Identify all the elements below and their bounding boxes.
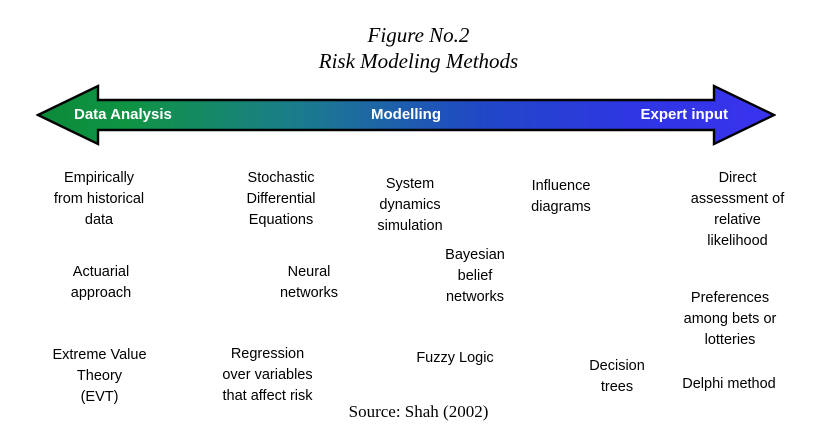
method-label-line: Equations xyxy=(248,212,314,228)
method-label-line: Decision xyxy=(589,358,645,374)
method-label-line: likelihood xyxy=(707,233,768,249)
method-label-line: among bets or xyxy=(683,311,777,327)
method-label-system-dynamics-simulation: System dynamics simulation xyxy=(355,174,465,237)
method-label-line: dynamics xyxy=(379,197,441,213)
method-label-line: simulation xyxy=(377,218,443,234)
spectrum-arrow-svg xyxy=(36,84,776,146)
method-label-line: belief xyxy=(457,268,493,284)
method-label-preferences-among-bets-or-lotteries: Preferences among bets or lotteries xyxy=(661,288,799,351)
method-label-line: assessment of xyxy=(690,191,785,207)
method-label-line: Stochastic xyxy=(247,170,315,186)
method-label-line: Extreme Value xyxy=(52,347,147,363)
method-label-line: approach xyxy=(70,285,132,301)
method-label-line: that affect risk xyxy=(222,388,313,404)
method-label-line: Theory xyxy=(76,368,123,384)
method-label-bayesian-belief-networks: Bayesian belief networks xyxy=(412,245,538,308)
method-label-line: Preferences xyxy=(690,290,770,306)
method-label-line: Fuzzy Logic xyxy=(416,350,494,366)
method-label-line: data xyxy=(84,212,114,228)
spectrum-arrow-shape xyxy=(36,84,776,146)
method-label-direct-assessment-of-relative-likelihood: Direct assessment of relative likelihood xyxy=(660,168,815,252)
figure-title-line-2: Risk Modeling Methods xyxy=(318,49,519,73)
method-label-regression-over-variables: Regression over variables that affect risk xyxy=(200,344,335,407)
method-label-line: networks xyxy=(445,289,505,305)
method-label-line: diagrams xyxy=(531,199,591,215)
method-label-line: Bayesian xyxy=(445,247,505,263)
method-label-line: over variables xyxy=(222,367,313,383)
method-label-decision-trees: Decision trees xyxy=(562,356,672,398)
method-label-line: Influence xyxy=(531,178,591,194)
figure-title-line-1: Figure No.2 xyxy=(367,23,470,47)
method-label-line: Direct xyxy=(718,170,757,186)
method-label-line: (EVT) xyxy=(80,389,119,405)
method-label-line: Regression xyxy=(230,346,305,362)
method-label-line: Delphi method xyxy=(682,376,776,392)
method-label-neural-networks: Neural networks xyxy=(254,262,364,304)
method-label-line: Actuarial xyxy=(72,264,130,280)
method-label-delphi-method: Delphi method xyxy=(659,374,799,395)
method-label-line: Differential xyxy=(246,191,316,207)
method-label-line: Empirically xyxy=(63,170,135,186)
method-label-empirically-from-historical-data: Empirically from historical data xyxy=(24,168,174,231)
source-note: Source: Shah (2002) xyxy=(348,402,489,421)
method-label-line: System xyxy=(385,176,435,192)
spectrum-arrow xyxy=(36,84,776,146)
method-label-fuzzy-logic: Fuzzy Logic xyxy=(390,348,520,369)
method-label-line: trees xyxy=(600,379,634,395)
figure-title: Figure No.2 Risk Modeling Methods xyxy=(0,22,837,74)
method-label-actuarial-approach: Actuarial approach xyxy=(37,262,165,304)
method-label-line: networks xyxy=(279,285,339,301)
method-label-line: Neural xyxy=(287,264,331,280)
method-label-influence-diagrams: Influence diagrams xyxy=(502,176,620,218)
method-label-line: lotteries xyxy=(704,332,756,348)
method-label-line: relative xyxy=(714,212,761,228)
method-label-line: from historical xyxy=(53,191,145,207)
